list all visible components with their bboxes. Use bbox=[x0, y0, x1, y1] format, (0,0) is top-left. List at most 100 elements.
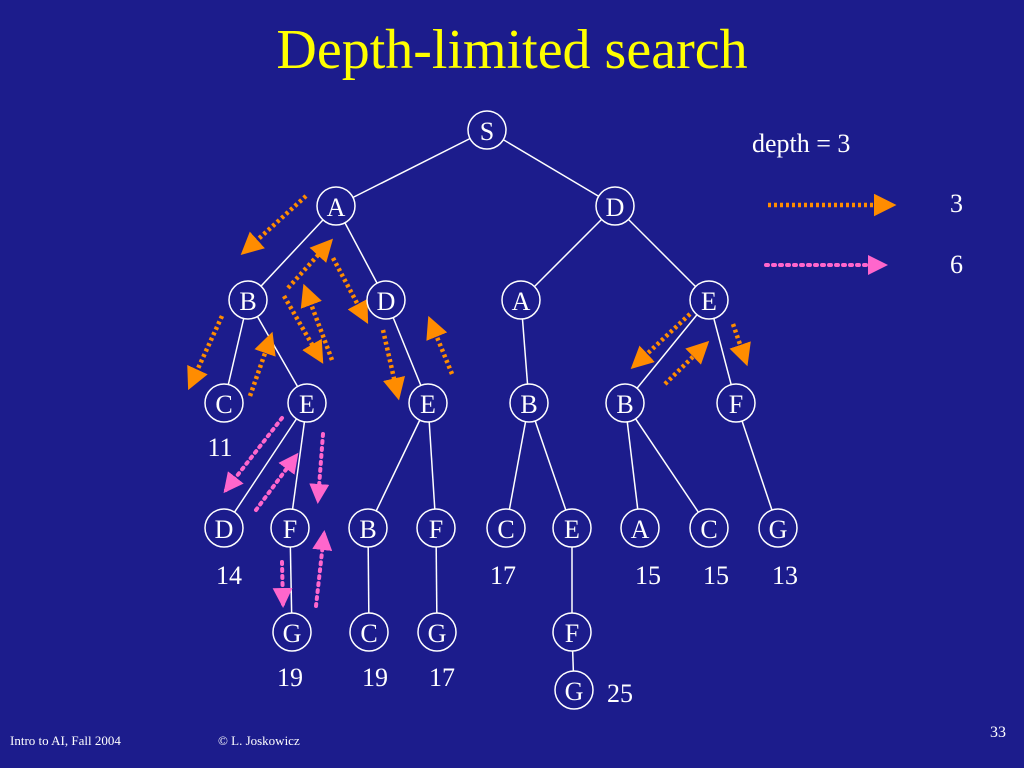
orange-arrow bbox=[729, 323, 751, 367]
node-f: F bbox=[270, 508, 310, 548]
node-g: G bbox=[417, 612, 457, 652]
node-s: S bbox=[467, 110, 507, 150]
legend: depth = 3 3 6 bbox=[752, 129, 963, 279]
page-number: 33 bbox=[990, 724, 1006, 741]
pink-arrow bbox=[254, 452, 299, 512]
edge bbox=[223, 402, 308, 529]
edge bbox=[486, 129, 616, 207]
footer-course: Intro to AI, Fall 2004 bbox=[10, 733, 121, 748]
node-label: A bbox=[327, 193, 346, 222]
node-label: E bbox=[299, 390, 315, 419]
node-g: G bbox=[554, 670, 594, 710]
node-label: D bbox=[215, 515, 234, 544]
node-a: A bbox=[620, 508, 660, 548]
legend-orange-value: 3 bbox=[950, 189, 963, 218]
cost-label: 14 bbox=[216, 561, 242, 590]
node-c: C bbox=[689, 508, 729, 548]
node-label: D bbox=[606, 193, 625, 222]
node-label: B bbox=[239, 287, 256, 316]
pink-traversal-arrows bbox=[223, 255, 888, 608]
edge bbox=[289, 402, 308, 529]
node-label: G bbox=[283, 619, 302, 648]
node-b: B bbox=[348, 508, 388, 548]
edge bbox=[367, 402, 429, 529]
node-d: D bbox=[595, 186, 635, 226]
tree-nodes: S A D B D A E C E E B B F D F B F C E A … bbox=[204, 110, 798, 710]
node-c: C bbox=[486, 508, 526, 548]
node-e: E bbox=[287, 383, 327, 423]
node-e: E bbox=[689, 280, 729, 320]
node-a: A bbox=[316, 186, 356, 226]
node-label: D bbox=[377, 287, 396, 316]
cost-label: 17 bbox=[429, 663, 455, 692]
node-label: B bbox=[520, 390, 537, 419]
cost-label: 11 bbox=[207, 433, 232, 462]
node-label: E bbox=[420, 390, 436, 419]
node-label: C bbox=[497, 515, 514, 544]
node-label: G bbox=[428, 619, 447, 648]
orange-arrow bbox=[240, 194, 308, 256]
node-label: F bbox=[565, 619, 579, 648]
orange-traversal-arrows bbox=[187, 193, 897, 401]
node-label: A bbox=[631, 515, 650, 544]
node-label: C bbox=[215, 390, 232, 419]
node-label: F bbox=[429, 515, 443, 544]
node-g: G bbox=[272, 612, 312, 652]
pink-arrow bbox=[272, 560, 293, 608]
pink-arrow bbox=[223, 416, 284, 494]
pink-arrow bbox=[309, 432, 330, 504]
orange-arrow bbox=[286, 238, 334, 290]
edge bbox=[614, 205, 710, 301]
node-f: F bbox=[416, 508, 456, 548]
node-b: B bbox=[605, 383, 645, 423]
node-d: D bbox=[204, 508, 244, 548]
orange-arrow bbox=[331, 256, 369, 324]
orange-arrow bbox=[663, 340, 710, 386]
edge bbox=[520, 205, 616, 301]
node-label: F bbox=[729, 390, 743, 419]
orange-arrow bbox=[630, 312, 692, 370]
cost-label: 17 bbox=[490, 561, 516, 590]
edge bbox=[624, 402, 641, 529]
node-label: C bbox=[360, 619, 377, 648]
node-e: E bbox=[552, 508, 592, 548]
node-label: E bbox=[701, 287, 717, 316]
edge bbox=[624, 402, 710, 529]
node-label: B bbox=[359, 515, 376, 544]
edge bbox=[505, 402, 530, 529]
cost-label: 25 bbox=[607, 679, 633, 708]
cost-label: 15 bbox=[703, 561, 729, 590]
node-f: F bbox=[552, 612, 592, 652]
node-b: B bbox=[228, 280, 268, 320]
edge bbox=[427, 402, 437, 529]
node-label: G bbox=[565, 677, 584, 706]
orange-arrow bbox=[380, 329, 405, 401]
edge bbox=[335, 129, 488, 207]
node-c: C bbox=[349, 612, 389, 652]
edge bbox=[528, 402, 573, 529]
node-label: S bbox=[480, 117, 494, 146]
orange-arrow bbox=[300, 283, 335, 361]
node-c: C bbox=[204, 383, 244, 423]
edge bbox=[735, 402, 779, 529]
edge bbox=[624, 299, 710, 404]
node-label: F bbox=[283, 515, 297, 544]
node-label: B bbox=[616, 390, 633, 419]
node-label: A bbox=[512, 287, 531, 316]
slide-title: Depth-limited search bbox=[276, 19, 748, 81]
cost-label: 13 bbox=[772, 561, 798, 590]
cost-label: 19 bbox=[277, 663, 303, 692]
node-label: C bbox=[700, 515, 717, 544]
orange-arrow bbox=[282, 294, 324, 364]
node-b: B bbox=[509, 383, 549, 423]
path-costs: 11 14 17 15 15 13 19 19 17 25 bbox=[207, 433, 798, 708]
edge bbox=[247, 205, 337, 301]
node-label: G bbox=[769, 515, 788, 544]
node-label: E bbox=[564, 515, 580, 544]
legend-pink-value: 6 bbox=[950, 250, 963, 279]
cost-label: 15 bbox=[635, 561, 661, 590]
node-e: E bbox=[408, 383, 448, 423]
cost-label: 19 bbox=[362, 663, 388, 692]
node-g: G bbox=[758, 508, 798, 548]
